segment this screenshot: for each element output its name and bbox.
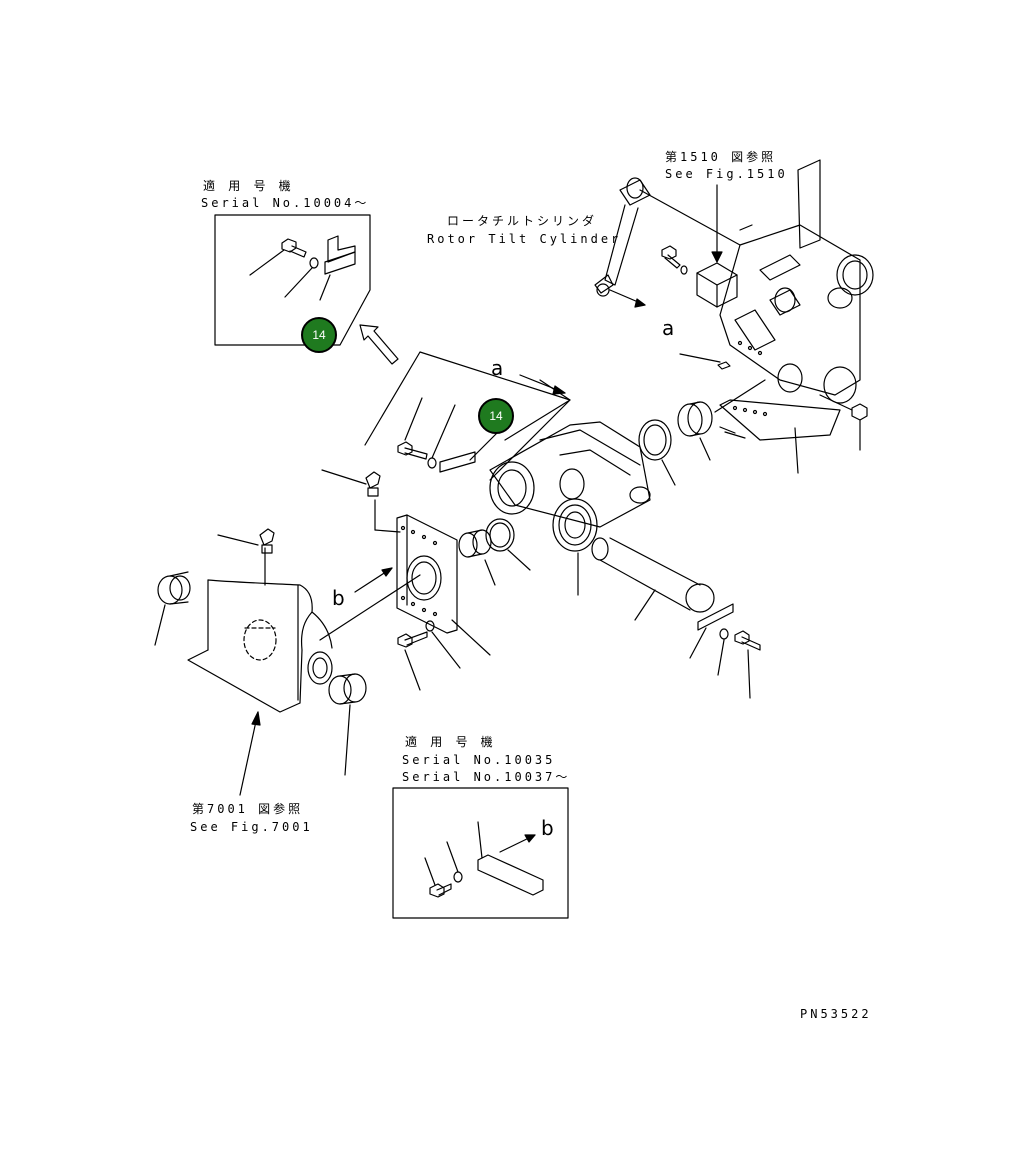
fig7001-label-jp: 第7001 図参照 <box>192 802 304 816</box>
removed-plate-outline <box>364 351 571 481</box>
view-letter-b-inset: b <box>541 816 554 840</box>
inset-top-left-header-jp: 適 用 号 機 <box>203 179 294 193</box>
inset-bottom-frame <box>392 787 569 919</box>
hollow-arrow-up <box>359 324 399 365</box>
arrow-fig7001 <box>239 711 261 796</box>
fig7001-label-en: See Fig.7001 <box>190 820 313 834</box>
left-bracket-outline <box>187 547 333 713</box>
rotor-tilt-label-jp: ロータチルトシリンダ <box>447 214 598 228</box>
part-callout-14-main[interactable]: 14 <box>478 398 514 434</box>
inset-bottom-serial-b: Serial No.10037〜 <box>402 770 571 784</box>
long-pin <box>591 537 715 621</box>
grease-nipples <box>217 469 381 554</box>
rotor-tilt-label-en: Rotor Tilt Cylinder <box>427 232 622 246</box>
view-letter-a-right: a <box>662 316 675 340</box>
inset-top-left-serial: Serial No.10004〜 <box>201 196 370 210</box>
left-bushings <box>154 571 367 776</box>
rotor-tilt-cylinder <box>594 177 741 308</box>
inset-bottom-header-jp: 適 用 号 機 <box>405 735 496 749</box>
hex-nut-right <box>819 394 868 451</box>
inset-bottom-serial-a: Serial No.10035 <box>402 753 556 767</box>
right-bracket <box>719 159 874 404</box>
arrow-b-main <box>319 567 421 641</box>
fig1510-block <box>661 184 738 308</box>
view-letter-a-main: a <box>491 356 504 380</box>
flange-plate <box>374 514 491 656</box>
view-letter-b-left: b <box>332 586 345 610</box>
fig1510-label-jp: 第1510 図参照 <box>665 150 777 164</box>
main-arm <box>489 421 651 596</box>
part-callout-14-inset[interactable]: 14 <box>301 317 337 353</box>
lower-right-plate <box>679 353 841 474</box>
fig1510-label-en: See Fig.1510 <box>665 167 788 181</box>
seal-rings <box>638 401 713 486</box>
drawing-number: PN53522 <box>800 1007 872 1021</box>
inset-top-left-frame <box>214 214 371 346</box>
flange-bolt <box>397 620 461 691</box>
center-bushings <box>458 518 531 586</box>
right-pin-lock <box>689 603 761 699</box>
